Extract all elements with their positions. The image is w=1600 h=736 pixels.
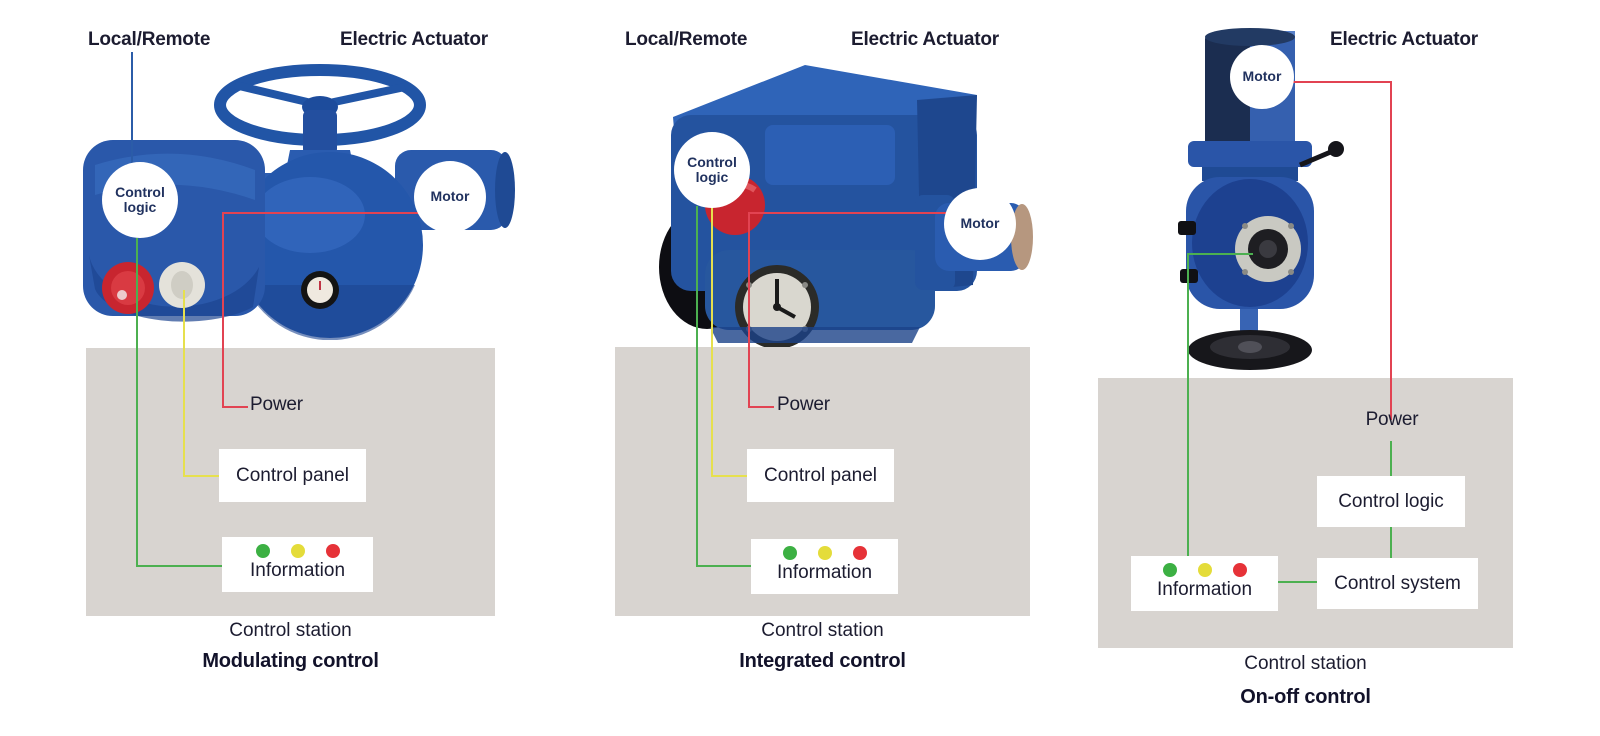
panel3-caption: On-off control <box>1240 686 1371 708</box>
panel1-motor-tag: Motor <box>414 161 486 233</box>
panel3-information-box: Information <box>1131 556 1278 611</box>
yellow-indicator-dot <box>1197 563 1212 577</box>
panel1-power-wire-stub <box>222 406 248 408</box>
panel1-control-logic-tag: Control logic <box>102 162 178 238</box>
panel3-electric-actuator-label: Electric Actuator <box>1330 29 1478 50</box>
panel2-power-wire-stub <box>748 406 774 408</box>
panel3-control-system-text: Control system <box>1334 572 1461 594</box>
panel2-control-panel-text: Control panel <box>763 464 878 486</box>
panel3-motor-tag: Motor <box>1230 45 1294 109</box>
red-indicator-dot <box>325 544 340 558</box>
panel2-control-panel-box: Control panel <box>747 449 894 502</box>
panel3-information-text: Information <box>1156 579 1253 600</box>
panel3-power-label: Power <box>1365 409 1419 430</box>
yellow-indicator-dot <box>817 546 832 560</box>
green-indicator-dot <box>1162 563 1177 577</box>
panel2-control-panel-wire-v <box>711 206 713 477</box>
panel1-electric-actuator-label: Electric Actuator <box>340 29 488 50</box>
panel2-information-wire-v <box>696 206 698 567</box>
panel3-indicator-dots <box>1162 563 1247 577</box>
panel2-information-box: Information <box>751 539 898 594</box>
panel2-information-wire-h <box>696 565 751 567</box>
panel1-motor-text: Motor <box>430 188 470 205</box>
panel2-control-logic-text: Control logic <box>687 153 737 185</box>
panel2-station-label: Control station <box>761 620 884 641</box>
green-indicator-dot <box>782 546 797 560</box>
panel1-caption: Modulating control <box>202 650 379 672</box>
panel1-control-panel-wire-v <box>183 290 185 477</box>
panel2-actuator-illustration <box>615 55 1035 360</box>
panel1-station-label: Control station <box>229 620 352 641</box>
panel2-control-panel-wire-h <box>711 475 747 477</box>
panel2-indicator-dots <box>782 546 867 560</box>
panel1-control-panel-box: Control panel <box>219 449 366 502</box>
panel1-indicator-dots <box>255 544 340 558</box>
panel2-motor-tag: Motor <box>944 188 1016 260</box>
panel3-control-logic-text: Control logic <box>1338 490 1444 512</box>
yellow-indicator-dot <box>290 544 305 558</box>
panel1-information-text: Information <box>249 560 346 581</box>
panel3-power-wire-h <box>1292 81 1392 83</box>
panel2-caption: Integrated control <box>739 650 906 672</box>
red-indicator-dot <box>1232 563 1247 577</box>
panel3-information-wire-h <box>1187 253 1253 255</box>
panel3-station-label: Control station <box>1244 653 1367 674</box>
panel1-power-wire-h <box>222 212 427 214</box>
panel1-control-logic-text: Control logic <box>115 183 165 215</box>
panel2-power-wire-h <box>748 212 946 214</box>
panel1-local-remote-wire <box>131 52 133 164</box>
panel2-information-text: Information <box>776 562 873 583</box>
panel3-logic-to-system-wire <box>1390 527 1392 558</box>
panel1-information-box: Information <box>222 537 373 592</box>
panel2-power-wire-v <box>748 212 750 408</box>
panel1-information-wire-v <box>136 238 138 567</box>
panel3-information-wire-v <box>1187 253 1189 558</box>
panel1-information-wire-h <box>136 565 222 567</box>
panel1-control-panel-text: Control panel <box>235 464 350 486</box>
panel3-power-wire-v <box>1390 81 1392 420</box>
panel2-local-remote-label: Local/Remote <box>625 29 748 50</box>
panel2-motor-text: Motor <box>960 215 1000 232</box>
panel1-power-label: Power <box>250 394 303 415</box>
panel2-electric-actuator-label: Electric Actuator <box>851 29 999 50</box>
red-indicator-dot <box>852 546 867 560</box>
panel3-motor-text: Motor <box>1242 68 1282 85</box>
panel3-control-system-box: Control system <box>1317 558 1478 609</box>
panel2-power-label: Power <box>777 394 830 415</box>
panel2-control-logic-tag: Control logic <box>674 132 750 208</box>
panel1-local-remote-label: Local/Remote <box>88 29 211 50</box>
panel1-power-wire-v <box>222 212 224 408</box>
green-indicator-dot <box>255 544 270 558</box>
panel3-info-to-system-wire <box>1278 581 1317 583</box>
panel3-power-to-logic-wire <box>1390 441 1392 476</box>
panel3-control-logic-box: Control logic <box>1317 476 1465 527</box>
panel1-control-panel-wire-h <box>183 475 219 477</box>
